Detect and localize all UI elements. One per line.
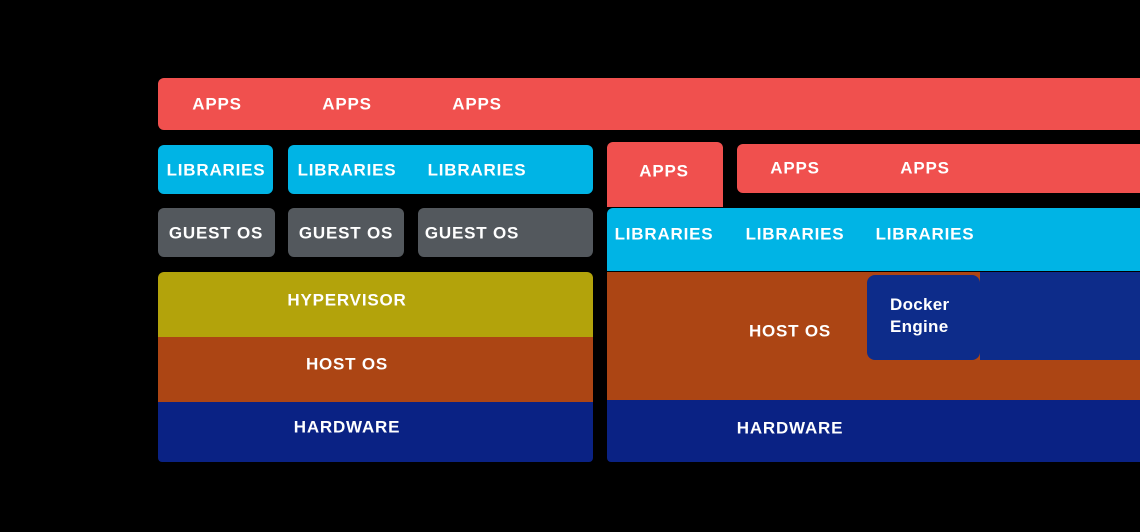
vm-apps-label: APPS	[192, 94, 242, 114]
vm-hardware-bar: HARDWARE	[158, 402, 593, 462]
vm-hypervisor-bar: HYPERVISOR	[158, 272, 593, 337]
vm-guest-os-box-2: GUEST OS	[288, 208, 404, 257]
docker-engine-label: Docker Engine	[890, 295, 950, 336]
vm-apps-bar: APPS APPS APPS	[158, 78, 1140, 130]
docker-libraries-label: LIBRARIES	[614, 224, 714, 244]
vm-guest-os-label: GUEST OS	[168, 223, 264, 243]
docker-apps-label: APPS	[900, 158, 950, 178]
vm-guest-os-box-1: GUEST OS	[158, 208, 275, 257]
vm-libraries-box-2: LIBRARIES LIBRARIES	[288, 145, 593, 194]
vm-libraries-label: LIBRARIES	[297, 160, 397, 180]
vm-host-os-label: HOST OS	[305, 354, 389, 374]
docker-libraries-label: LIBRARIES	[875, 224, 975, 244]
vm-host-os-bar: HOST OS	[158, 337, 593, 402]
docker-hardware-bar: HARDWARE	[607, 400, 1140, 462]
vm-hardware-label: HARDWARE	[293, 417, 401, 437]
vm-guest-os-label: GUEST OS	[424, 223, 520, 243]
vm-hypervisor-label: HYPERVISOR	[287, 290, 407, 310]
docker-engine-overflow-region	[980, 272, 1140, 360]
docker-host-os-label: HOST OS	[748, 321, 832, 341]
docker-libraries-label: LIBRARIES	[745, 224, 845, 244]
vm-guest-os-box-3: GUEST OS	[418, 208, 593, 257]
docker-apps-label: APPS	[639, 161, 689, 181]
vm-libraries-label: LIBRARIES	[427, 160, 527, 180]
vm-guest-os-label: GUEST OS	[298, 223, 394, 243]
vm-apps-label: APPS	[322, 94, 372, 114]
docker-apps-label: APPS	[770, 158, 820, 178]
docker-libraries-bar: LIBRARIES LIBRARIES LIBRARIES	[607, 208, 1140, 271]
vm-libraries-label: LIBRARIES	[166, 160, 266, 180]
docker-apps-bar: APPS APPS	[737, 144, 1140, 193]
vm-apps-label: APPS	[452, 94, 502, 114]
docker-hardware-label: HARDWARE	[736, 418, 844, 438]
vm-libraries-box-1: LIBRARIES	[158, 145, 273, 194]
docker-engine-box: Docker Engine	[867, 275, 980, 360]
docker-apps-box: APPS	[607, 142, 723, 207]
